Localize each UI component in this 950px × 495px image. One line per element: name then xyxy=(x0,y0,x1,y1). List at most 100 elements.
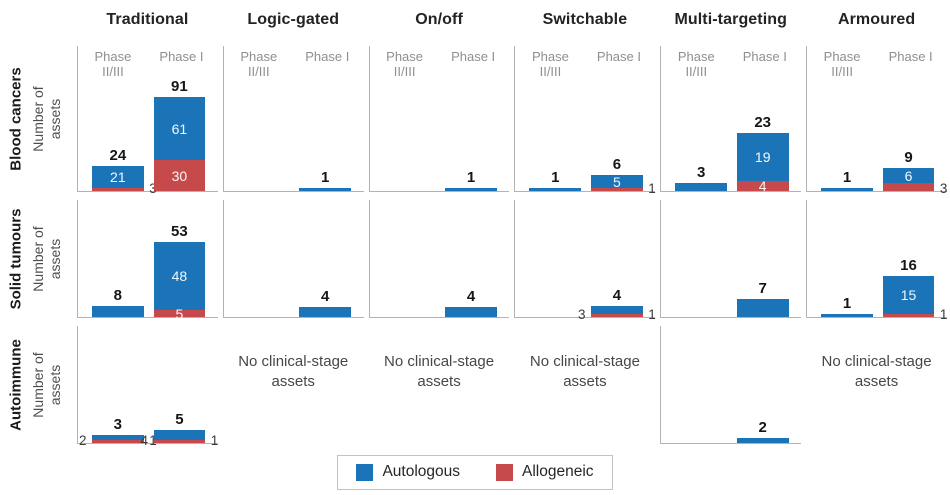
allogeneic-segment: 4 xyxy=(736,179,789,193)
y-axis-label: Number of assets xyxy=(30,352,63,418)
column-header-logic-gated: Logic-gated xyxy=(247,11,340,28)
row-title: Solid tumours xyxy=(7,208,25,310)
allogeneic-count-label: 1 xyxy=(648,180,656,196)
bar-total-label: 16 xyxy=(900,257,917,274)
autologous-segment xyxy=(736,438,789,443)
legend-item-autologous: Autologous xyxy=(356,463,460,481)
bar-total-label: 4 xyxy=(612,287,622,304)
phase-1-axis-label: Phase I xyxy=(596,49,641,64)
phase-1-axis-label: Phase I xyxy=(888,49,933,64)
allogeneic-swatch-icon xyxy=(496,463,514,481)
bar-phase-ii-iii: 1 xyxy=(821,296,873,317)
bar-phase-ii-iii: 1 xyxy=(529,170,582,191)
panel-solid-tumours-multi-targeting: 7 xyxy=(660,200,802,318)
phase-2-3-axis-label: Phase II/III xyxy=(240,49,278,80)
allogeneic-segment: 30 xyxy=(153,160,206,191)
bar-phase-ii-iii: 24213 xyxy=(91,148,157,195)
allogeneic-count-label: 1 xyxy=(210,432,219,448)
bar-total-label: 1 xyxy=(466,169,476,186)
phase-2-3-axis-label: Phase II/III xyxy=(386,49,424,80)
autologous-count-label: 3 xyxy=(578,306,586,322)
allogeneic-segment xyxy=(91,188,144,191)
autologous-count-label: 4 xyxy=(140,432,149,448)
allogeneic-segment xyxy=(591,314,643,317)
autologous-count-label: 2 xyxy=(78,432,87,448)
bar-total-label: 91 xyxy=(171,78,188,95)
phase-1-axis-label: Phase I xyxy=(742,49,787,64)
legend-item-allogeneic: Allogeneic xyxy=(496,463,594,481)
grid-corner xyxy=(0,5,72,38)
bar-total-label: 7 xyxy=(758,280,767,297)
y-axis-label: Number of assets xyxy=(30,226,63,292)
bar-phase-ii-iii: 8 xyxy=(91,288,144,317)
autologous-swatch-icon xyxy=(356,463,374,481)
bar-total-label: 4 xyxy=(466,288,476,305)
bar-total-label: 5 xyxy=(175,411,184,428)
allogeneic-count-label: 1 xyxy=(149,433,157,448)
panel-solid-tumours-logic-gated: 4 xyxy=(222,200,364,318)
autologous-segment xyxy=(529,188,582,191)
bar-phase-ii-iii: 1 xyxy=(821,170,873,191)
panel-autoimmune-logic-gated: No clinical-stage assets xyxy=(223,326,364,444)
autologous-segment xyxy=(445,307,497,317)
autologous-segment: 5 xyxy=(591,175,643,189)
no-data-text: No clinical-stage assets xyxy=(238,353,349,390)
allogeneic-segment: 5 xyxy=(153,307,206,321)
phase-2-3-axis-label: Phase II/III xyxy=(532,49,569,80)
column-header-traditional: Traditional xyxy=(106,11,189,28)
bar-total-label: 6 xyxy=(612,156,622,173)
row-title: Autoimmune xyxy=(7,339,25,431)
bar-total-label: 2 xyxy=(758,419,767,436)
bar-total-label: 4 xyxy=(321,288,330,305)
bar-total-label: 8 xyxy=(113,287,122,304)
panel-autoimmune-multi-targeting: 2 xyxy=(660,326,802,444)
bar-phase-i: 2 xyxy=(736,420,789,443)
bar-total-label: 23 xyxy=(754,114,772,131)
autologous-segment: 15 xyxy=(882,276,935,314)
bar-total-label: 53 xyxy=(171,223,188,240)
legend-label-allogeneic: Allogeneic xyxy=(522,463,594,480)
y-axis-label: Number of assets xyxy=(30,86,63,152)
bar-phase-i: 4 xyxy=(299,289,352,317)
phase-2-3-axis-label: Phase II/III xyxy=(823,49,861,80)
phase-2-3-axis-label: Phase II/III xyxy=(94,49,132,80)
row-label-solid-tumours: Solid tumours Number of assets xyxy=(0,200,72,318)
autologous-segment xyxy=(153,430,206,440)
bar-total-label: 1 xyxy=(842,169,852,186)
autologous-segment xyxy=(675,183,728,191)
no-data-text: No clinical-stage assets xyxy=(529,353,640,390)
no-data-text: No clinical-stage assets xyxy=(821,353,932,390)
column-header-armoured: Armoured xyxy=(837,11,916,28)
allogeneic-segment xyxy=(91,440,144,443)
row-label-autoimmune: Autoimmune Number of assets xyxy=(0,326,72,444)
column-header-on-off: On/off xyxy=(415,11,463,28)
column-header-multi-targeting: Multi-targeting xyxy=(674,11,788,28)
bar-total-label: 24 xyxy=(109,147,127,164)
bar-phase-i: 7 xyxy=(736,281,789,317)
autologous-segment xyxy=(445,188,497,191)
panel-autoimmune-armoured: No clinical-stage assets xyxy=(806,326,947,444)
autologous-segment: 21 xyxy=(91,166,144,188)
autologous-segment: 61 xyxy=(153,97,206,160)
bar-total-label: 1 xyxy=(321,169,330,186)
bar-total-label: 3 xyxy=(113,416,122,433)
panel-autoimmune-traditional: 321541 xyxy=(77,326,219,447)
autologous-segment xyxy=(299,307,352,317)
